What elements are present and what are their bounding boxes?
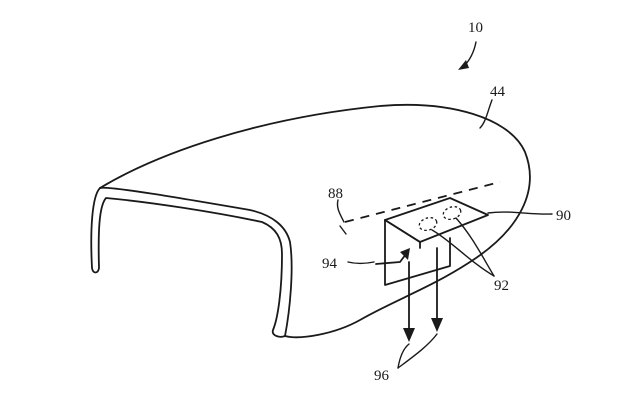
sensor-block-diagonal [384,219,421,243]
output-arrowhead-right [431,318,443,332]
window-right [442,206,462,220]
optical-axis-dashed-line [344,181,501,223]
housing-outer-edge [99,186,293,337]
leader-92-a [431,229,495,277]
label-windows: 92 [494,278,509,294]
input-arrowhead [400,248,410,260]
output-arrowhead-left [403,328,415,342]
label-figure-ref: 10 [468,20,483,36]
label-sensor: 90 [556,208,571,224]
label-housing: 44 [490,84,506,100]
label-output-light: 96 [374,368,390,384]
leader-94 [347,261,375,265]
leader-44 [479,99,493,129]
leader-96-b [397,333,438,369]
leader-92-b [455,217,495,277]
axis-end-tick [339,225,347,235]
label-axis: 88 [328,186,343,202]
housing-shell-outline [99,103,531,339]
leader-90 [487,211,553,215]
window-left [418,217,438,231]
input-light-arrow [375,253,407,265]
leader-10-arrowhead [458,60,469,70]
housing-inner-rim [90,187,286,338]
sensor-block-front-face [384,219,451,286]
label-input-light: 94 [322,256,338,272]
leader-96-a [397,343,410,369]
leader-88 [336,199,345,223]
